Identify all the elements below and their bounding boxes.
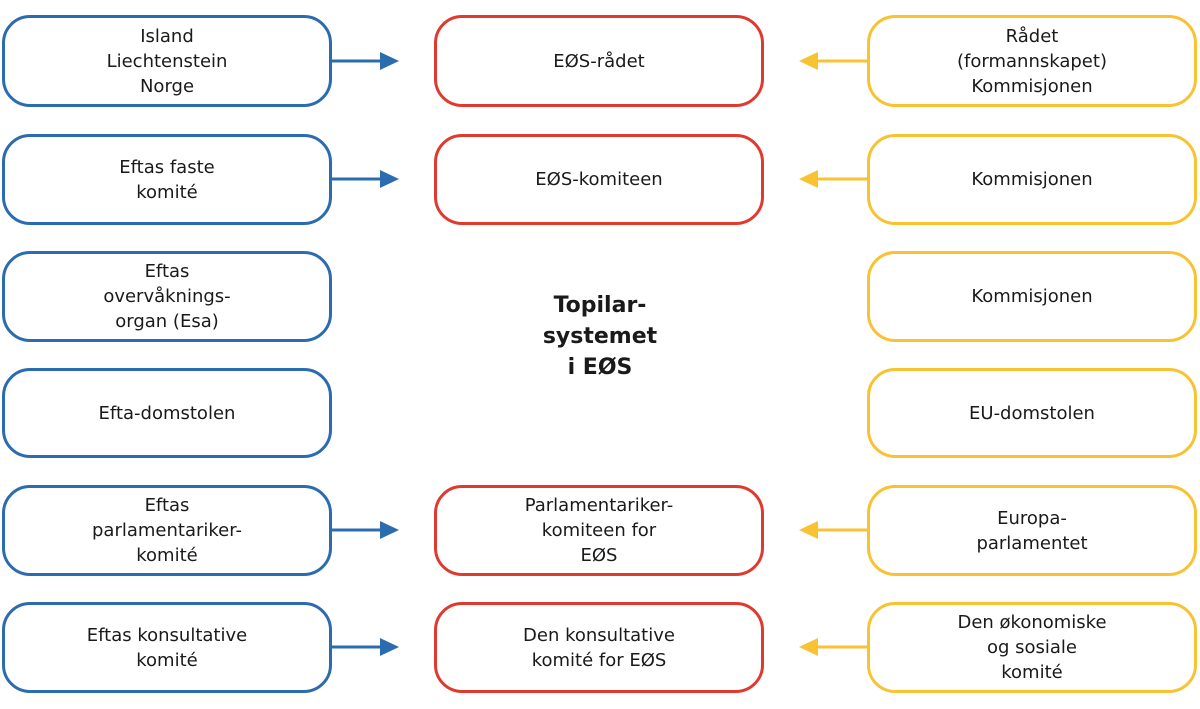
box-text-line: EØS-komiteen (535, 169, 663, 190)
box-text-line: overvåknings- (103, 286, 231, 307)
box-text-line: Norge (139, 75, 195, 97)
center-title-line: Topilar- (553, 293, 647, 318)
efta-box-member-states: Island Liechtenstein Norge (2, 15, 332, 107)
box-text-line: Liechtenstein (106, 50, 228, 72)
eu-box-european-parliament: Europa- parlamentet (867, 485, 1197, 576)
box-text-line: (formannskapet) (957, 50, 1107, 72)
efta-arrows (332, 52, 399, 656)
box-text-line: komité for EØS (531, 649, 667, 671)
box-text-line: Efta-domstolen (98, 402, 236, 424)
box-text-line: Eftas (144, 495, 190, 516)
box-text-line: Den økonomiske (957, 612, 1107, 633)
eu-arrowhead-4 (799, 521, 818, 539)
eu-box-economic-social-committee: Den økonomiske og sosiale komité (867, 602, 1197, 693)
box-text-line: Parlamentariker- (524, 495, 674, 516)
eu-arrowhead-0 (799, 52, 818, 70)
eu-arrowhead-5 (799, 638, 818, 656)
box-text-line: EØS-rådet (553, 50, 645, 72)
box-text-line: EU-domstolen (969, 402, 1095, 424)
box-text-line: komité (136, 649, 198, 671)
box-text-line: Kommisjonen (971, 169, 1093, 190)
eu-arrows (799, 52, 867, 656)
center-title-line: i EØS (567, 355, 633, 380)
eu-arrowhead-1 (799, 170, 818, 188)
box-text-line: parlamentariker- (92, 520, 242, 541)
efta-box-consultative-committee: Eftas konsultative komité (2, 602, 332, 693)
efta-box-court: Efta-domstolen (2, 368, 332, 458)
eos-box-consultative-committee: Den konsultative komité for EØS (434, 602, 764, 693)
box-text-line: Rådet (1005, 25, 1059, 47)
eu-box-court: EU-domstolen (867, 368, 1197, 458)
box-text-line: EØS (580, 545, 618, 566)
box-text-line: Den konsultative (523, 624, 675, 646)
box-text-line: komité (1001, 662, 1063, 683)
efta-arrowhead-1 (380, 170, 399, 188)
box-text-line: komité (136, 181, 198, 203)
efta-arrowhead-4 (380, 521, 399, 539)
eu-box-council-commission: Rådet (formannskapet) Kommisjonen (867, 15, 1197, 107)
box-text-line: Kommisjonen (971, 75, 1093, 97)
eos-box-council: EØS-rådet (434, 15, 764, 107)
box-text-line: Eftas (144, 261, 190, 282)
center-title-line: systemet (542, 324, 658, 349)
efta-box-surveillance-authority: Eftas overvåknings- organ (Esa) (2, 251, 332, 342)
eos-box-parliamentary-committee: Parlamentariker- komiteen for EØS (434, 485, 764, 576)
box-text-line: Island (140, 25, 194, 47)
box-text-line: og sosiale (986, 637, 1078, 658)
eos-box-joint-committee: EØS-komiteen (434, 134, 764, 225)
efta-box-standing-committee: Eftas faste komité (2, 134, 332, 225)
box-text-line: organ (Esa) (115, 311, 219, 332)
center-title: Topilar- systemet i EØS (440, 290, 760, 383)
eu-box-commission-2: Kommisjonen (867, 251, 1197, 342)
box-text-line: komité (136, 545, 198, 566)
efta-arrowhead-5 (380, 638, 399, 656)
box-text-line: Europa- (997, 507, 1067, 529)
box-text-line: Eftas faste (119, 156, 215, 178)
box-text-line: Eftas konsultative (86, 624, 248, 646)
eu-box-commission-1: Kommisjonen (867, 134, 1197, 225)
box-text-line: parlamentet (976, 532, 1088, 554)
efta-arrowhead-0 (380, 52, 399, 70)
box-text-line: komiteen for (541, 520, 657, 541)
efta-box-parliamentary-committee: Eftas parlamentariker- komité (2, 485, 332, 576)
box-text-line: Kommisjonen (971, 286, 1093, 307)
